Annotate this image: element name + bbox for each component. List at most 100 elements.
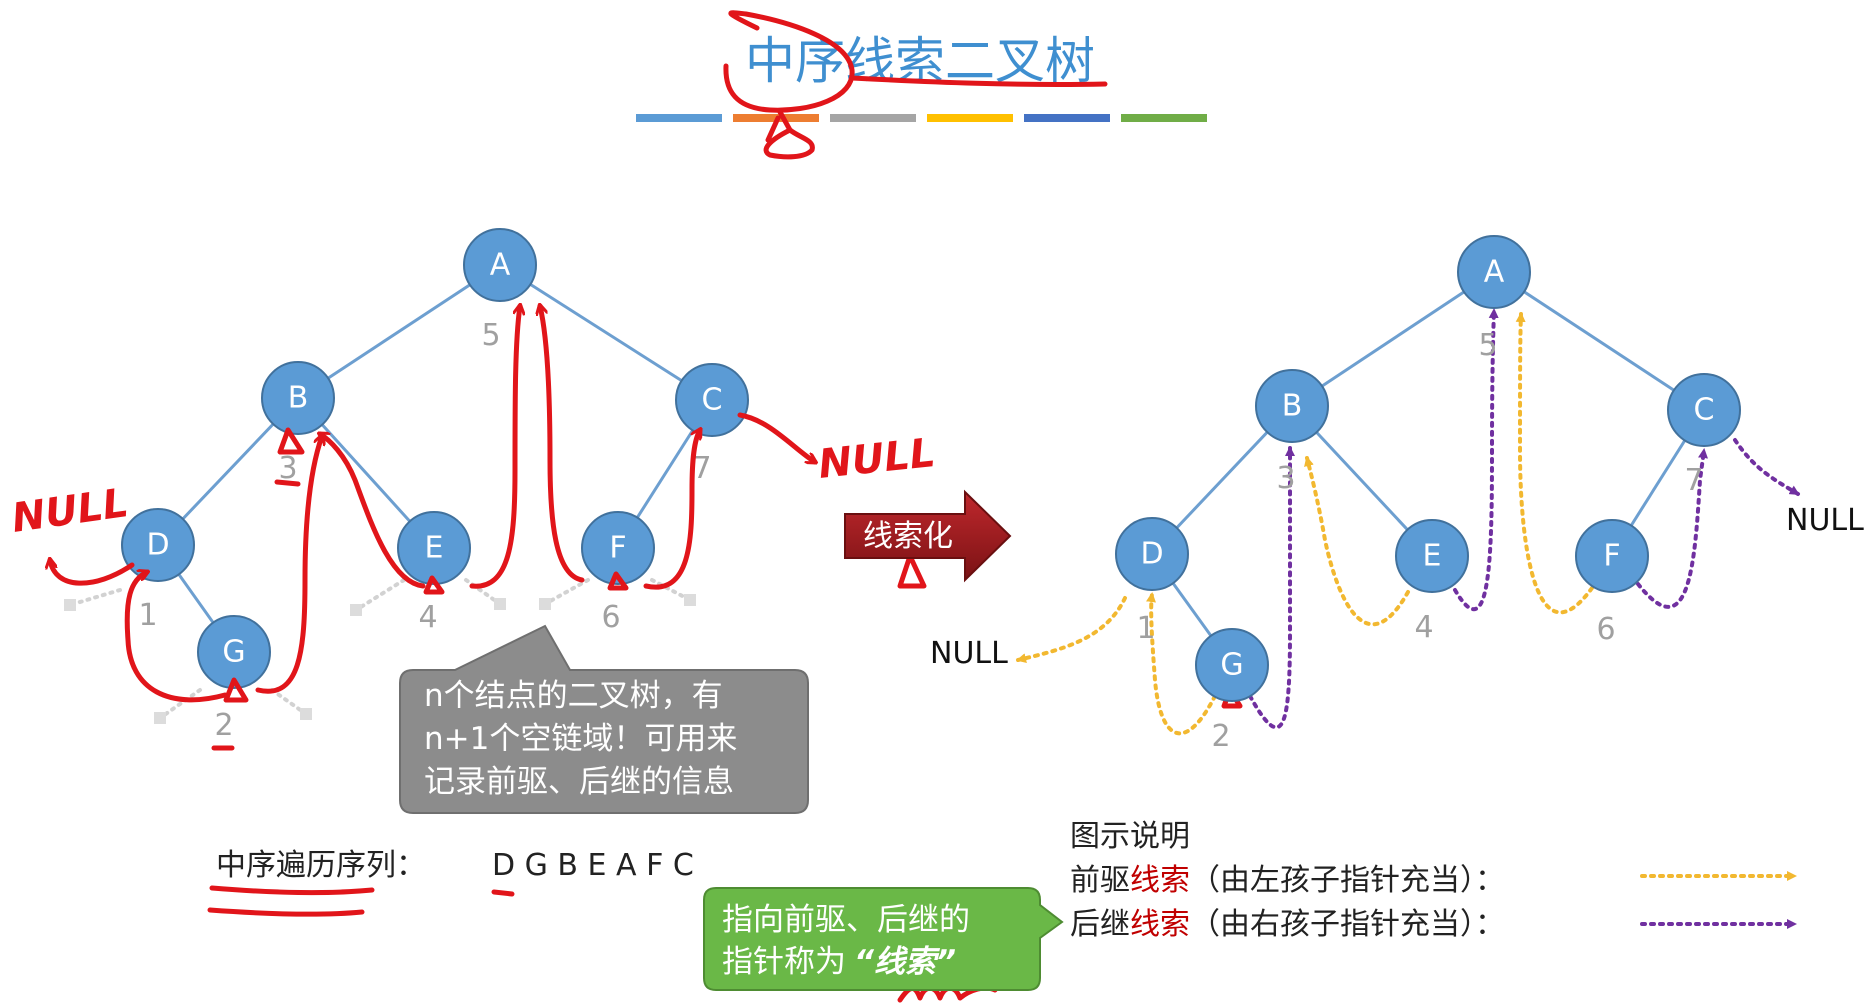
tree-node-label: A xyxy=(1484,255,1505,290)
tree-node-circle xyxy=(197,615,271,689)
accent-bar xyxy=(1121,114,1207,122)
tree-node-label: E xyxy=(425,531,444,566)
title-accent-bars xyxy=(636,114,1207,122)
inorder-index: 4 xyxy=(418,600,437,635)
thread-definition-callout: 指向前驱、后继的 指针称为“线索” xyxy=(703,887,1064,991)
tree-node-label: A xyxy=(490,248,511,283)
empty-link-box xyxy=(350,604,362,616)
tree-node-D: D xyxy=(1115,517,1189,591)
right-null-right: NULL xyxy=(1786,503,1864,538)
empty-link-markers xyxy=(64,578,696,724)
empty-link-stub xyxy=(354,578,406,612)
tree-node-circle xyxy=(261,361,335,435)
empty-link-box xyxy=(300,708,312,720)
empty-link-stub xyxy=(650,578,692,602)
title-ink-circle xyxy=(723,10,855,113)
tree-node-circle xyxy=(1115,517,1189,591)
inorder-index: 3 xyxy=(1276,461,1295,496)
inorder-index: 1 xyxy=(138,598,157,633)
inorder-index: 5 xyxy=(481,318,500,353)
succ-thread-F xyxy=(1636,448,1708,609)
inorder-index: 1 xyxy=(1136,611,1155,646)
right-null-left: NULL xyxy=(930,636,1008,671)
empty-link-box xyxy=(684,594,696,606)
tree-node-F: F xyxy=(1575,519,1649,593)
tree-node-label: B xyxy=(1282,389,1303,424)
inorder-index: 5 xyxy=(1478,328,1497,363)
accent-bar xyxy=(927,114,1013,122)
gray-callout-line-2: n+1个空链域！可用来 xyxy=(424,721,737,757)
inorder-index: 4 xyxy=(1414,610,1433,645)
tree-node-E: E xyxy=(397,511,471,585)
legend-row-predecessor: 前驱线索（由左孩子指针充当）： xyxy=(1070,863,1505,898)
title-ink-mark xyxy=(763,109,815,160)
tree-node-label: C xyxy=(702,383,723,418)
legend-title: 图示说明 xyxy=(1070,819,1190,854)
legend-row-successor: 后继线索（由右孩子指针充当）： xyxy=(1070,907,1505,942)
tree-node-D: D xyxy=(121,508,195,582)
accent-bar xyxy=(636,114,722,122)
green-callout-line-2: 指针称为“线索” xyxy=(722,944,956,980)
tree-node-label: G xyxy=(1220,648,1243,683)
succ-thread-E xyxy=(1453,308,1499,612)
tree-node-G: G xyxy=(197,615,271,689)
thread-ink-F-to-A xyxy=(540,306,585,583)
inorder-index: 6 xyxy=(601,600,620,635)
inorder-index: 2 xyxy=(1211,719,1230,754)
empty-link-stub xyxy=(158,688,202,720)
gray-callout-line-1: n个结点的二叉树，有 xyxy=(424,678,723,714)
accent-bar xyxy=(830,114,916,122)
succ-thread-C xyxy=(1733,438,1800,496)
tree-node-G: G xyxy=(1195,628,1269,702)
tree-node-label: F xyxy=(609,531,626,566)
empty-links-callout: n个结点的二叉树，有 n+1个空链域！可用来 记录前驱、后继的信息 xyxy=(399,624,809,814)
empty-link-box xyxy=(154,712,166,724)
tree-edge-A-B xyxy=(297,263,501,400)
thread-arrows xyxy=(1016,308,1800,736)
thread-ink-C-to-null xyxy=(737,412,815,462)
inorder-index: 3 xyxy=(278,451,297,486)
tree-node-F: F xyxy=(581,511,655,585)
tree-node-label: D xyxy=(146,528,169,563)
empty-link-stub xyxy=(68,588,122,607)
tree-edge-A-C xyxy=(499,263,713,402)
thread-ink-G-to-B xyxy=(255,436,322,694)
ink-mark-G xyxy=(223,677,249,703)
threading-arrow-label: 线索化 xyxy=(863,519,953,554)
pred-thread-G xyxy=(1146,592,1217,736)
tree-edge-A-C xyxy=(1493,270,1705,412)
pred-thread-D xyxy=(1016,596,1127,664)
pred-thread-E xyxy=(1304,456,1410,627)
inorder-index: 6 xyxy=(1596,612,1615,647)
ink-mark-arrow xyxy=(897,553,927,589)
empty-link-box xyxy=(64,599,76,611)
tree-node-circle xyxy=(581,511,655,585)
tree-node-C: C xyxy=(1667,373,1741,447)
tree-node-B: B xyxy=(261,361,335,435)
tree-node-circle xyxy=(1457,235,1531,309)
inorder-index: 2 xyxy=(214,708,233,743)
tree-node-label: E xyxy=(1423,539,1442,574)
traversal-label: 中序遍历序列： xyxy=(216,848,426,883)
gray-callout-line-3: 记录前驱、后继的信息 xyxy=(424,764,734,800)
tree-edge-A-B xyxy=(1291,270,1495,408)
traversal-sequence: D G B E A F C xyxy=(492,848,694,883)
thread-ink-E-to-A xyxy=(469,306,520,589)
inorder-index: 7 xyxy=(692,451,711,486)
tree-node-circle xyxy=(1195,628,1269,702)
tree-node-label: B xyxy=(288,381,309,416)
left-binary-tree: A B C D E F G 1 2 3 4 5 6 7 xyxy=(64,228,749,743)
legend: 图示说明 前驱线索（由左孩子指针充当）： 后继线索（由右孩子指针充当）： xyxy=(1070,819,1797,942)
empty-link-box xyxy=(539,598,551,610)
ink-mark-F xyxy=(607,571,629,591)
handwritten-annotations: NULL NULL xyxy=(9,10,1243,1003)
empty-link-box xyxy=(494,598,506,610)
tree-node-label: F xyxy=(1603,539,1620,574)
tree-node-circle xyxy=(1395,519,1469,593)
tree-node-label: D xyxy=(1140,537,1163,572)
ink-null-left: NULL xyxy=(9,480,131,542)
tree-node-circle xyxy=(675,363,749,437)
tree-node-E: E xyxy=(1395,519,1469,593)
traversal-ink-mark xyxy=(491,889,515,897)
